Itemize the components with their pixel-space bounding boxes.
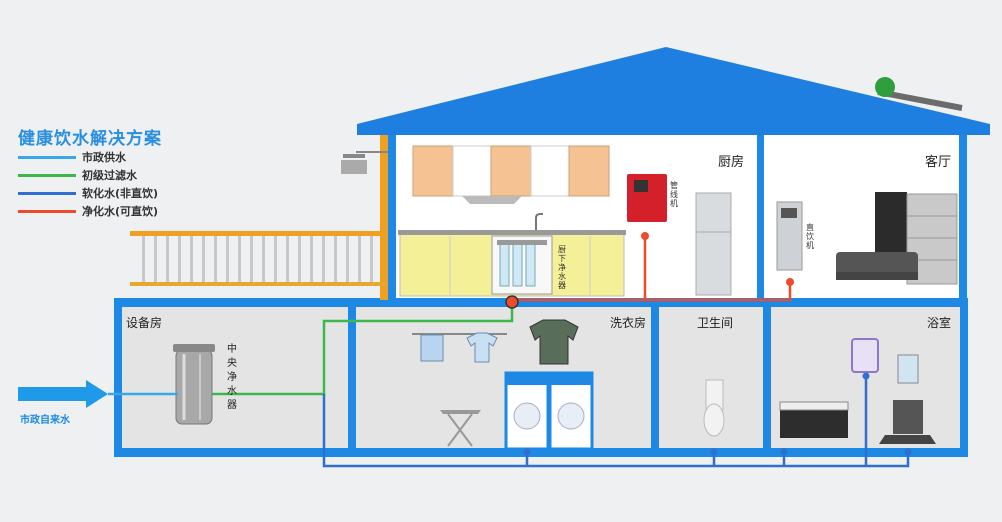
legend-item: 净化水(可直饮) (18, 202, 158, 220)
floor-slab (114, 298, 968, 307)
baluster (286, 236, 289, 282)
mirror-icon (851, 338, 879, 373)
legend-title: 健康饮水解决方案 (18, 129, 162, 149)
inlet-arrow-head (86, 380, 108, 408)
pipe-purified (512, 282, 792, 302)
faucet-icon (535, 213, 543, 230)
solar-heater-tank (877, 89, 963, 111)
baluster (334, 236, 337, 282)
baluster (202, 236, 205, 282)
baluster (298, 236, 301, 282)
valve-living-dispenser (786, 278, 794, 286)
baluster (346, 236, 349, 282)
baluster (226, 236, 229, 282)
legend-item: 市政供水 (18, 148, 158, 166)
legend-label: 市政供水 (82, 151, 126, 164)
legend-label: 净化水(可直饮) (82, 205, 159, 218)
balcony-rail-bottom (130, 282, 386, 286)
shirt-icon (529, 319, 579, 365)
laundry-room (356, 307, 651, 448)
bathtub-icon (780, 408, 848, 438)
balcony-balusters (142, 236, 373, 282)
legend-swatch (18, 191, 76, 195)
central-purifier-icon (175, 349, 213, 425)
inlet-arrow-body (18, 387, 88, 401)
baluster (154, 236, 157, 282)
roof (357, 47, 990, 135)
baluster (238, 236, 241, 282)
legend-label: 初级过滤水 (82, 169, 137, 182)
vanity-icon (893, 400, 923, 434)
baluster (370, 236, 373, 282)
room-label-bathroom: 卫生间 (697, 316, 733, 330)
baluster (322, 236, 325, 282)
legend-swatch (18, 173, 76, 177)
room-label-equipment: 设备房 (126, 315, 162, 330)
legend: 市政供水初级过滤水软化水(非直饮) 净化水(可直饮) (18, 148, 158, 220)
vanity-mirror-icon (897, 354, 919, 384)
baluster (262, 236, 265, 282)
upper-cabinets (412, 145, 610, 197)
legend-swatch (18, 209, 76, 213)
pipe-primary-filtered (212, 300, 514, 396)
legend-item: 软化水(非直饮) (18, 184, 158, 202)
baluster (310, 236, 313, 282)
valve-kitchen (505, 295, 519, 309)
solar-heater-icon (875, 77, 895, 97)
baluster (166, 236, 169, 282)
wall-left-upper (388, 135, 396, 300)
room-label-shower: 浴室 (927, 315, 951, 330)
baluster (190, 236, 193, 282)
room-label-laundry: 洗衣房 (610, 315, 646, 330)
inlet-label: 市政自来水 (20, 413, 71, 426)
pipe-softened-main (322, 394, 910, 468)
baluster (358, 236, 361, 282)
central-purifier-label: 中央净水器 (227, 342, 237, 411)
wall-mid-upper (757, 135, 764, 300)
range-hood (462, 196, 522, 204)
wall-dispenser-label: 管线机 (670, 180, 678, 208)
baluster (178, 236, 181, 282)
balcony-rail-top (130, 231, 386, 236)
baluster (250, 236, 253, 282)
legend-swatch (18, 155, 76, 159)
lamp-icon (341, 160, 367, 174)
legend-item: 初级过滤水 (18, 166, 158, 184)
baluster (214, 236, 217, 282)
valve-wall-dispenser (641, 232, 649, 240)
kitchen-purifier-label: 厨下净水器 (558, 245, 566, 290)
baluster (142, 236, 145, 282)
room-label-living: 客厅 (925, 154, 951, 170)
wall-right-upper (959, 135, 967, 300)
lamp-shade (343, 154, 365, 158)
equipment-room (122, 307, 348, 448)
tshirt-icon (466, 332, 498, 363)
fridge-icon (695, 192, 732, 296)
room-label-kitchen: 厨房 (718, 154, 744, 170)
countertop (398, 230, 626, 235)
baluster (274, 236, 277, 282)
towel-icon (420, 334, 444, 362)
legend-label: 软化水(非直饮) (82, 187, 159, 200)
living-dispenser-label: 直饮机 (806, 222, 814, 250)
balcony-pillar (380, 135, 388, 300)
ironing-board-icon (440, 410, 481, 414)
